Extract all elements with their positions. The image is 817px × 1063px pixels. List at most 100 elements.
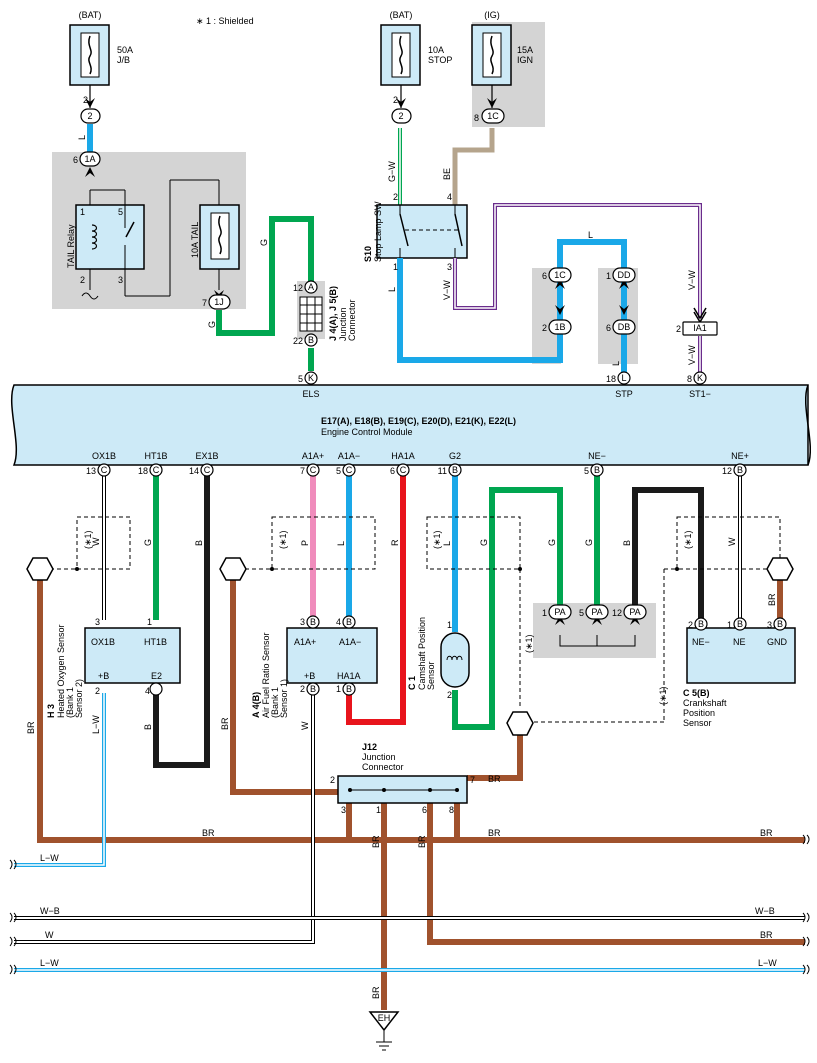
connector-label: K: [307, 373, 315, 383]
pin-number: 18: [605, 374, 616, 384]
wire-color-label: L−W: [758, 958, 777, 968]
pin-number: 2: [541, 323, 547, 333]
pin-number: 2: [329, 775, 335, 785]
ecm-terminal: A1A+: [301, 451, 325, 461]
ecm-connector-codes: E17(A), E18(B), E19(C), E20(D), E21(K), …: [321, 416, 517, 426]
connector-label: B: [309, 617, 317, 627]
connector-label: 2: [398, 111, 404, 121]
pin-number: 1: [392, 262, 398, 272]
junction-j12: [337, 775, 468, 804]
crankshaft-position-sensor: [686, 627, 796, 684]
wire-color-label: W: [727, 537, 737, 547]
fuse-ign-source: (IG): [484, 10, 500, 20]
j12-name1: Junction: [362, 752, 396, 762]
heated-oxygen-sensor: [84, 627, 181, 684]
pin-number: 3: [766, 620, 772, 630]
connector-label: B: [345, 684, 353, 694]
ecm-terminal-st1: ST1−: [689, 389, 711, 399]
wire-color-label: L: [442, 540, 452, 546]
pin-number: 1: [80, 207, 86, 217]
connector-label: B: [736, 619, 744, 629]
pin-number: 13: [85, 466, 96, 476]
pin-number: 6: [389, 466, 395, 476]
wire-color-label: BR: [220, 717, 230, 730]
ecm-terminal: EX1B: [195, 451, 219, 461]
connector-1c-1b-area: [532, 268, 561, 364]
wire-color-label: L−W: [40, 853, 59, 863]
a4-terminal: +B: [304, 671, 316, 681]
wire-color-label: BE: [442, 167, 452, 180]
pin-number: 8: [686, 374, 692, 384]
connector-label: B: [593, 465, 601, 475]
c1-code: C 1: [407, 675, 417, 690]
wire-color-label: L−W: [40, 958, 59, 968]
connector-label: 1C: [487, 111, 499, 121]
pin-number: 2: [392, 192, 398, 202]
connector-label: 1A: [84, 154, 96, 164]
pin-number: 7: [201, 298, 207, 308]
pin-number: 1: [605, 271, 611, 281]
fuse-stop-rating: 10A: [428, 45, 445, 55]
pin-number: 5: [583, 466, 589, 476]
h3-code: H 3: [46, 703, 56, 718]
fuse-10a-stop: [380, 24, 421, 86]
shield-boxes: [50, 516, 781, 723]
wire-color-label: V−W: [442, 280, 452, 300]
connector-label: A: [307, 282, 315, 292]
pin-number: 11: [437, 466, 447, 476]
junction-j4-code: J 4(A), J 5(B): [328, 285, 338, 341]
wire-color-label: G: [259, 238, 269, 246]
connector-label: B: [697, 619, 705, 629]
pin-number: 2: [392, 95, 398, 105]
ecm-terminal: OX1B: [91, 451, 117, 461]
wire-color-label: W: [300, 721, 310, 731]
connector-label: B: [736, 465, 744, 475]
junction-j4: [299, 296, 323, 332]
connector-label: C: [203, 465, 211, 475]
pin-number: 1: [446, 620, 452, 630]
fuse-ign-name: IGN: [517, 55, 534, 65]
round-terminals: [97, 280, 787, 696]
pin-number: 12: [611, 608, 622, 618]
fuse-50a-rating: 50A: [117, 45, 134, 55]
pill-connectors: [79, 108, 718, 620]
fuse-50a-location: J/B: [117, 55, 131, 65]
a4-code: A 4(B): [251, 691, 261, 718]
wire-color-label: V−W: [687, 270, 697, 290]
pin-number: 14: [188, 466, 199, 476]
pin-number: 2: [82, 95, 88, 105]
connector-label: 1C: [554, 270, 566, 280]
ground-eh: [368, 1011, 400, 1051]
pin-number: 5: [297, 374, 303, 384]
pin-number: 6: [72, 155, 78, 165]
pin-number: 1: [335, 684, 341, 694]
wire-color-label: G: [584, 538, 594, 546]
ecm-terminal: NE−: [588, 451, 606, 461]
connector-label: B: [451, 465, 459, 475]
pin-number: 6: [605, 323, 611, 333]
pin-number: 2: [675, 324, 681, 334]
a4-terminal: HA1A: [337, 671, 361, 681]
c5-name3: Sensor: [683, 718, 712, 728]
junction-j4-name2: Connector: [347, 299, 357, 341]
c5-terminal: NE−: [692, 637, 710, 647]
shielded-note: ∗ 1 : Shielded: [196, 16, 254, 26]
ecm-terminal: HT1B: [144, 451, 168, 461]
fuse-ign-rating: 15A: [517, 45, 534, 55]
shield-label: (∗1): [278, 530, 288, 549]
ecm-terminal: HA1A: [391, 451, 415, 461]
pin-number: 8: [473, 113, 479, 123]
h3-terminal: HT1B: [144, 637, 168, 647]
connector-label: C: [399, 465, 407, 475]
wire-color-label: L: [611, 360, 621, 366]
connector-label: DD: [617, 270, 631, 280]
pin-number: 3: [299, 617, 305, 627]
wire-color-label: BR: [371, 835, 381, 848]
wire-color-label: BR: [760, 930, 773, 940]
connector-label: PA: [629, 607, 641, 617]
pin-number: 5: [578, 608, 584, 618]
wire-color-label: W−B: [40, 906, 60, 916]
wire-color-label: BR: [760, 828, 773, 838]
pin-number: 22: [292, 336, 303, 346]
